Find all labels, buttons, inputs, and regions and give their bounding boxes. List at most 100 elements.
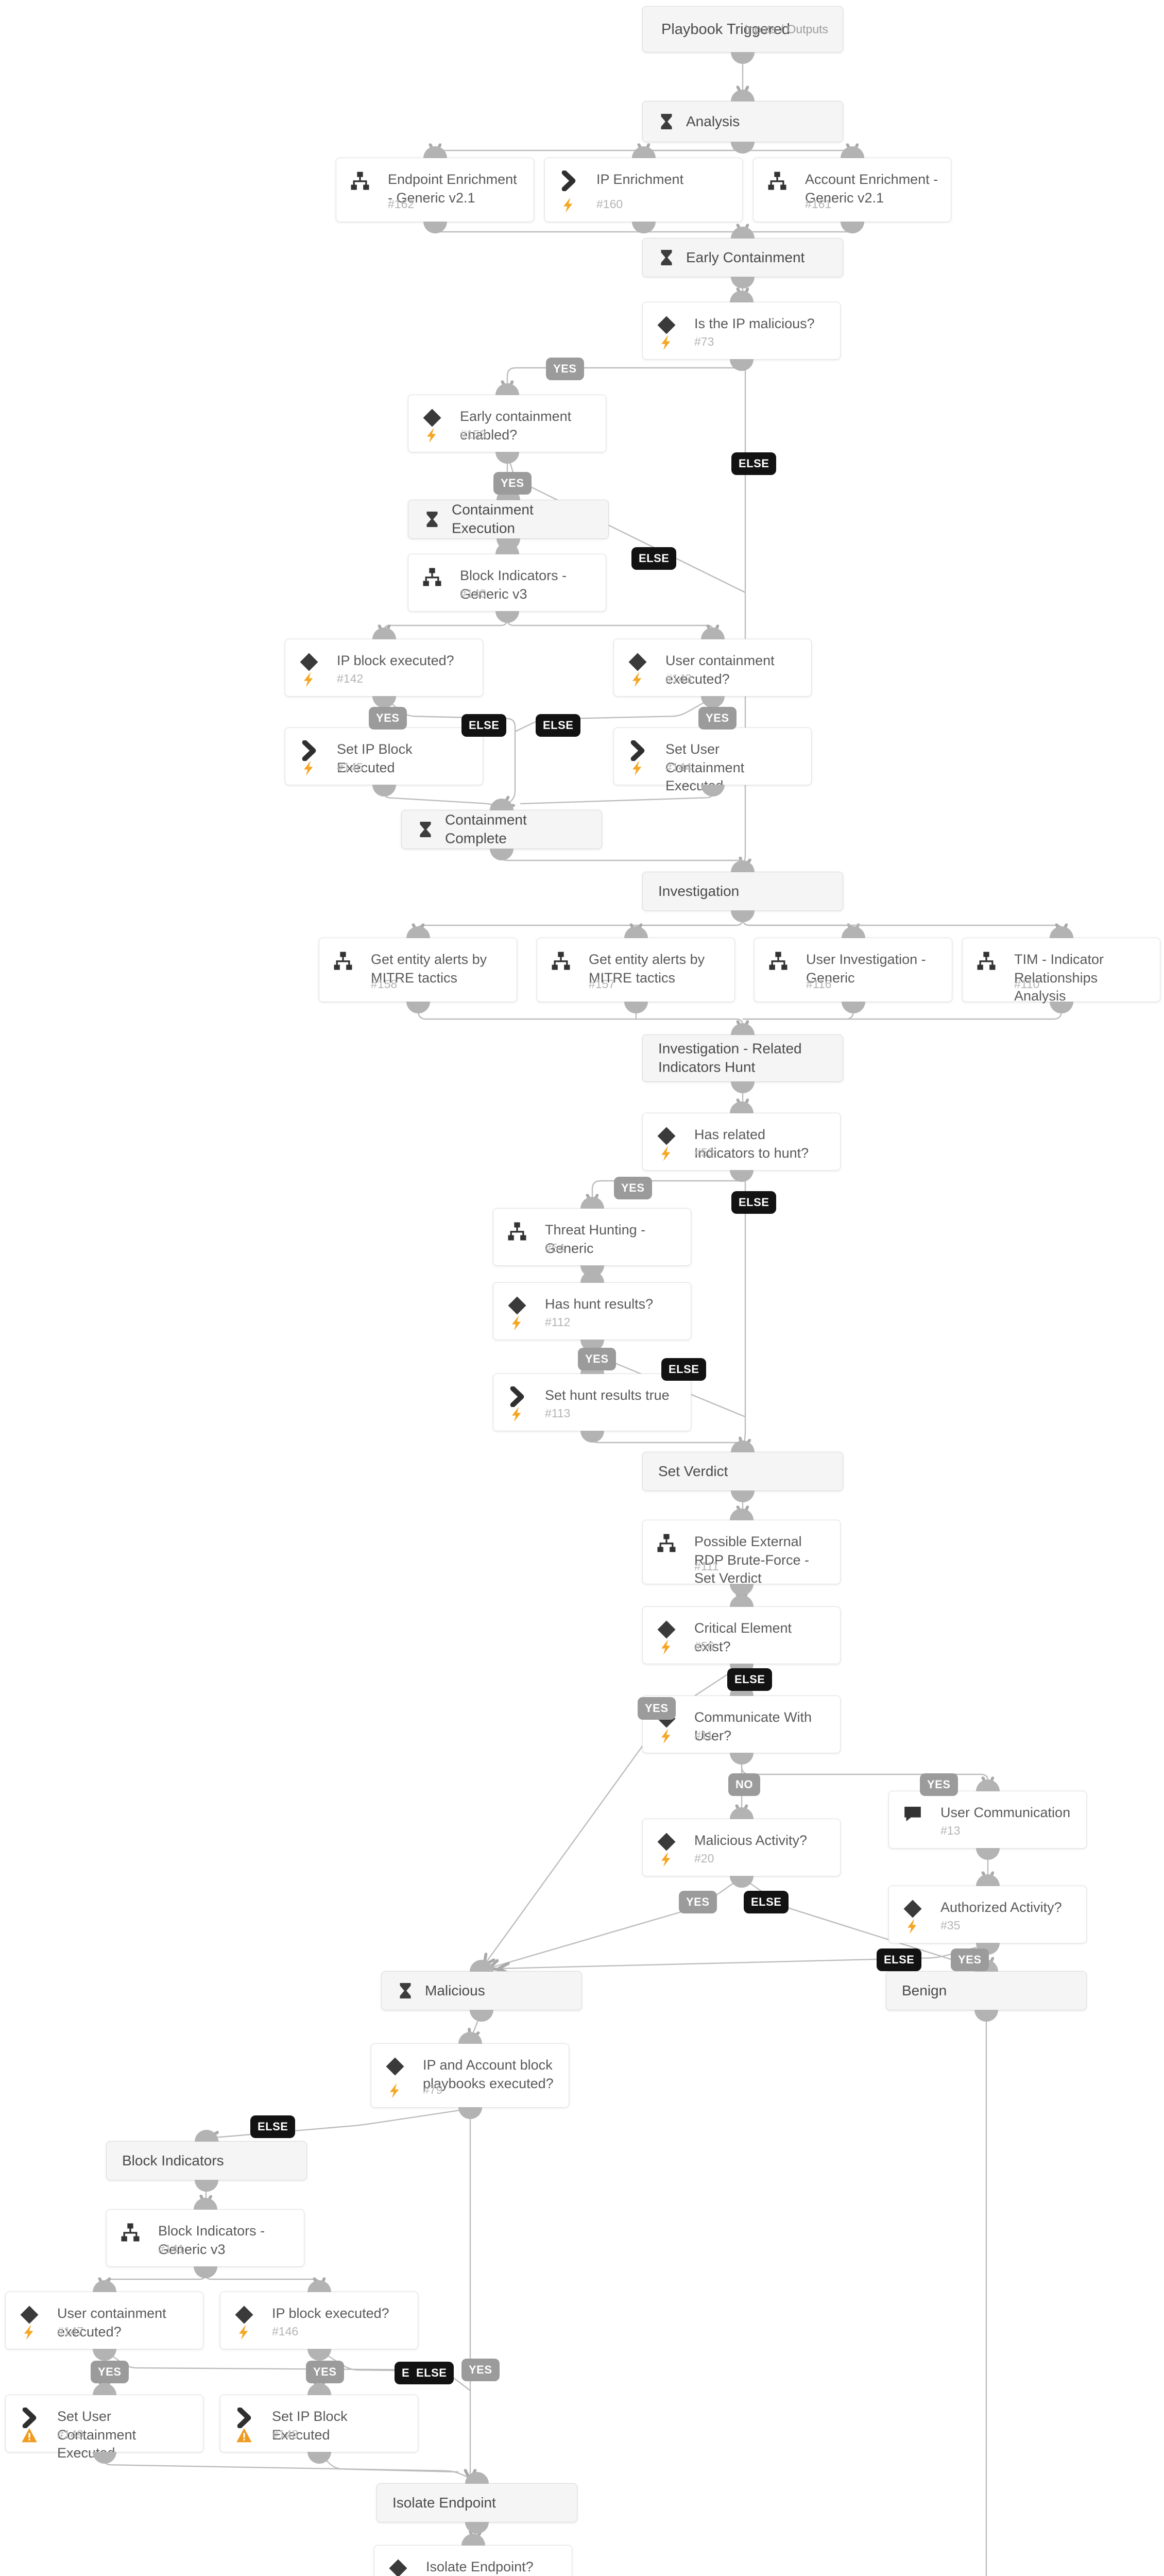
section-containment-execution-8[interactable]: Containment Execution xyxy=(408,488,609,550)
task-number: #113 xyxy=(545,1406,571,1420)
task-number: #140 xyxy=(460,587,487,600)
connector-label-else-6: ELSE xyxy=(536,714,581,737)
connector-label-else-11: ELSE xyxy=(661,1358,707,1381)
subplaybook-get-entity-alerts-by-mitre-tactics-17[interactable]: Get entity alerts by MITRE tactics#157 xyxy=(537,926,735,1013)
node-title: Threat Hunting - Generic xyxy=(545,1222,646,1256)
chevron-icon xyxy=(558,171,579,191)
condition-ip-and-account-block-playbooks-executed-34[interactable]: IP and Account block playbooks executed?… xyxy=(371,2032,569,2119)
subplaybook-endpoint-enrichment-generic-v2-1-2[interactable]: Endpoint Enrichment - Generic v2.1#162 xyxy=(336,146,534,233)
condition-user-containment-executed-37[interactable]: User containment executed?#147 xyxy=(5,2280,203,2361)
condition-critical-element-exist-27[interactable]: Critical Element exist?#56 xyxy=(642,1595,841,1675)
condition-has-related-indicators-to-hunt-21[interactable]: Has related Indicators to hunt?#53 xyxy=(642,1101,841,1182)
subplaybook-tim-indicator-relationships-analysis-19[interactable]: TIM - Indicator Relationships Analysis#1… xyxy=(962,926,1160,1013)
task-set-user-containment-executed-13[interactable]: Set User Containment Executed#144 xyxy=(613,716,812,796)
inputs-outputs-link[interactable]: Inputs / Outputs xyxy=(744,22,828,36)
node-title: Get entity alerts by MITRE tactics xyxy=(371,952,487,986)
task-number: #116 xyxy=(806,977,832,991)
hourglass-icon xyxy=(657,112,676,131)
connector-label-yes-19: YES xyxy=(951,1948,989,1971)
connector-label-else-3: ELSE xyxy=(631,547,677,570)
node-title: IP block executed? xyxy=(272,2306,389,2321)
section-investigation-related-indicators-hunt-20[interactable]: Investigation - Related Indicators Hunt xyxy=(642,1023,843,1093)
task-ip-enrichment-3[interactable]: IP Enrichment#160 xyxy=(544,146,743,233)
lightning-icon xyxy=(658,1639,675,1655)
connector-label-no-14: NO xyxy=(728,1773,760,1796)
section-containment-complete-14[interactable]: Containment Complete xyxy=(401,799,602,860)
diamond-icon xyxy=(627,652,648,672)
task-number: #148 xyxy=(272,2428,299,2441)
task-set-ip-block-executed-12[interactable]: Set IP Block Executed#145 xyxy=(285,716,483,796)
section-block-indicators-35[interactable]: Block Indicators xyxy=(106,2130,307,2192)
section-isolate-endpoint-41[interactable]: Isolate Endpoint xyxy=(376,2472,577,2534)
lightning-icon xyxy=(509,1315,525,1331)
connector-port-bottom xyxy=(406,1002,430,1013)
connector-port-bottom xyxy=(193,2266,217,2278)
condition-malicious-activity-30[interactable]: Malicious Activity?#20 xyxy=(642,1807,841,1888)
node-title: Account Enrichment - Generic v2.1 xyxy=(805,172,938,206)
node-title: Set Verdict xyxy=(658,1463,728,1479)
task-number: #141 xyxy=(158,2242,185,2256)
section-analysis-1[interactable]: Analysis xyxy=(642,90,843,154)
task-number: #53 xyxy=(694,1146,714,1159)
condition-has-hunt-results-23[interactable]: Has hunt results?#112 xyxy=(493,1271,691,1351)
node-title: Authorized Activity? xyxy=(940,1900,1062,1915)
diamond-icon xyxy=(19,2304,40,2325)
node-title: Block Indicators - Generic v3 xyxy=(460,568,567,602)
condition-communicate-with-user-28[interactable]: Communicate With User?#11 xyxy=(642,1684,841,1765)
connector-port-bottom xyxy=(307,2452,331,2464)
section-malicious-32[interactable]: Malicious xyxy=(381,1960,582,2022)
communication-user-communication-29[interactable]: User Communication#13 xyxy=(888,1780,1087,1860)
subplaybook-possible-external-rdp-brute-force-set-verdict-26[interactable]: Possible External RDP Brute-Force - Set … xyxy=(642,1509,841,1596)
node-title: User Investigation - Generic xyxy=(806,952,926,986)
task-number: #11 xyxy=(694,1728,713,1742)
connector-label-else-12: ELSE xyxy=(727,1668,773,1691)
node-title: Isolate Endpoint? xyxy=(426,2559,534,2574)
section-set-verdict-25[interactable]: Set Verdict xyxy=(642,1440,843,1502)
subplaybook-block-indicators-generic-v3-36[interactable]: Block Indicators - Generic v3#141 xyxy=(106,2198,304,2278)
section-investigation-15[interactable]: Investigation xyxy=(642,860,843,922)
condition-is-the-ip-malicious-6[interactable]: Is the IP malicious?#73 xyxy=(642,291,841,371)
task-number: #157 xyxy=(589,977,615,991)
subplaybook-get-entity-alerts-by-mitre-tactics-16[interactable]: Get entity alerts by MITRE tactics#158 xyxy=(319,926,517,1013)
node-title: Possible External RDP Brute-Force - Set … xyxy=(694,1534,810,1586)
subplaybook-icon xyxy=(507,1221,527,1242)
diamond-icon xyxy=(656,1126,677,1146)
node-title: Set IP Block Executed xyxy=(337,741,413,775)
condition-authorized-activity-31[interactable]: Authorized Activity?#35 xyxy=(888,1874,1087,1955)
task-number: #142 xyxy=(337,672,364,685)
node-title: Benign xyxy=(902,1982,947,1998)
section-early-containment-5[interactable]: Early Containment xyxy=(642,227,843,289)
connector-port-bottom xyxy=(700,696,725,708)
hourglass-icon xyxy=(423,510,441,529)
diamond-icon xyxy=(656,315,677,335)
subplaybook-icon xyxy=(333,951,353,971)
condition-ip-block-executed-10[interactable]: IP block executed?#142 xyxy=(285,628,483,708)
condition-isolate-endpoint-42[interactable]: Isolate Endpoint?#87 xyxy=(374,2534,572,2576)
node-title: User containment executed? xyxy=(665,653,775,687)
diamond-icon xyxy=(385,2056,405,2077)
connector-label-yes-10: YES xyxy=(578,1348,616,1370)
subplaybook-icon xyxy=(767,171,788,191)
subplaybook-threat-hunting-generic-22[interactable]: Threat Hunting - Generic#54 xyxy=(493,1197,691,1277)
node-title: Endpoint Enrichment - Generic v2.1 xyxy=(388,172,517,206)
subplaybook-account-enrichment-generic-v2-1-4[interactable]: Account Enrichment - Generic v2.1#161 xyxy=(753,146,951,233)
task-set-hunt-results-true-24[interactable]: Set hunt results true#113 xyxy=(493,1362,691,1443)
lightning-icon xyxy=(904,1918,921,1935)
subplaybook-block-indicators-generic-v3-9[interactable]: Block Indicators - Generic v3#140 xyxy=(408,543,606,623)
node-title: Get entity alerts by MITRE tactics xyxy=(589,952,705,986)
connector-label-yes-7: YES xyxy=(698,707,737,730)
task-set-ip-block-executed-40[interactable]: Set IP Block Executed#148 xyxy=(220,2383,418,2464)
connector-label-yes-23: YES xyxy=(306,2361,344,2383)
lightning-icon xyxy=(236,2324,252,2341)
connector-label-yes-2: YES xyxy=(493,472,532,495)
condition-user-containment-executed-11[interactable]: User containment executed?#143 xyxy=(613,628,812,708)
subplaybook-user-investigation-generic-18[interactable]: User Investigation - Generic#116 xyxy=(754,926,952,1013)
section-benign-33[interactable]: Benign xyxy=(886,1960,1087,2022)
task-set-user-containment-executed-39[interactable]: Set User Containment Executed#149 xyxy=(5,2383,203,2464)
connector-label-yes-0: YES xyxy=(546,358,584,380)
condition-early-containment-enabled-7[interactable]: Early containment enabled?#153 xyxy=(408,383,606,464)
task-number: #143 xyxy=(665,672,692,685)
condition-ip-block-executed-38[interactable]: IP block executed?#146 xyxy=(220,2280,418,2361)
